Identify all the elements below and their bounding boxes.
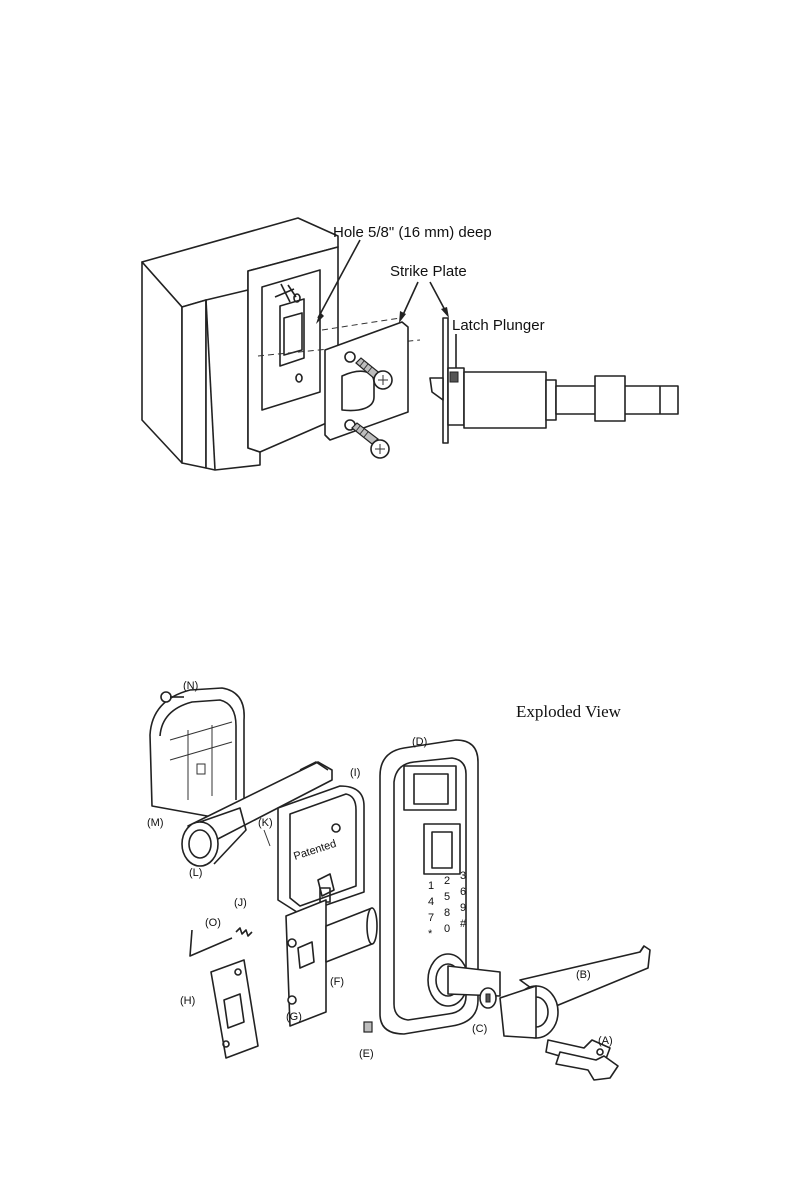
label-m: (M) <box>147 817 164 829</box>
label-k: (K) <box>258 817 273 829</box>
key-2: 2 <box>444 875 450 887</box>
key-9: 9 <box>460 902 466 914</box>
label-e: (E) <box>359 1048 374 1060</box>
key-4: 4 <box>428 896 434 908</box>
key-8: 8 <box>444 907 450 919</box>
label-i: (I) <box>350 767 360 779</box>
part-e-set-screw <box>364 1022 372 1032</box>
key-5: 5 <box>444 891 450 903</box>
strike-screw-lower <box>352 423 389 458</box>
key-hash: # <box>460 918 467 930</box>
label-l: (L) <box>189 867 202 879</box>
label-d: (D) <box>412 736 427 748</box>
label-f: (F) <box>330 976 344 988</box>
key-6: 6 <box>460 886 466 898</box>
key-7: 7 <box>428 912 434 924</box>
part-o-hex-key <box>190 930 232 956</box>
label-g: (G) <box>286 1011 302 1023</box>
part-j-spring <box>236 928 252 936</box>
key-3: 3 <box>460 870 466 882</box>
label-b: (B) <box>576 969 591 981</box>
key-1: 1 <box>428 880 434 892</box>
label-n: (N) <box>183 680 198 692</box>
part-m-cover <box>150 688 244 818</box>
latch-plunger-label: Latch Plunger <box>452 317 545 334</box>
label-h: (H) <box>180 995 195 1007</box>
part-c-cylinder <box>480 988 496 1008</box>
part-f-latch <box>286 900 377 1026</box>
strike-plate-label: Strike Plate <box>390 263 467 280</box>
key-star: * <box>428 928 433 940</box>
label-j: (J) <box>234 897 247 909</box>
part-b-outside-lever <box>500 946 650 1038</box>
part-i-inside-housing: Patented <box>278 786 364 914</box>
label-a: (A) <box>598 1035 613 1047</box>
exploded-view-title: Exploded View <box>516 702 622 721</box>
label-o: (O) <box>205 917 221 929</box>
exploded-view-diagram: Exploded View (N) (M) (L) <box>147 680 650 1080</box>
key-0: 0 <box>444 923 450 935</box>
part-h-strike-plate <box>211 960 258 1058</box>
latch-assembly <box>430 318 678 443</box>
strike-install-diagram: Hole 5/8" (16 mm) deep Strike Plate <box>142 218 678 470</box>
hole-depth-label: Hole 5/8" (16 mm) deep <box>333 224 492 241</box>
label-c: (C) <box>472 1023 487 1035</box>
